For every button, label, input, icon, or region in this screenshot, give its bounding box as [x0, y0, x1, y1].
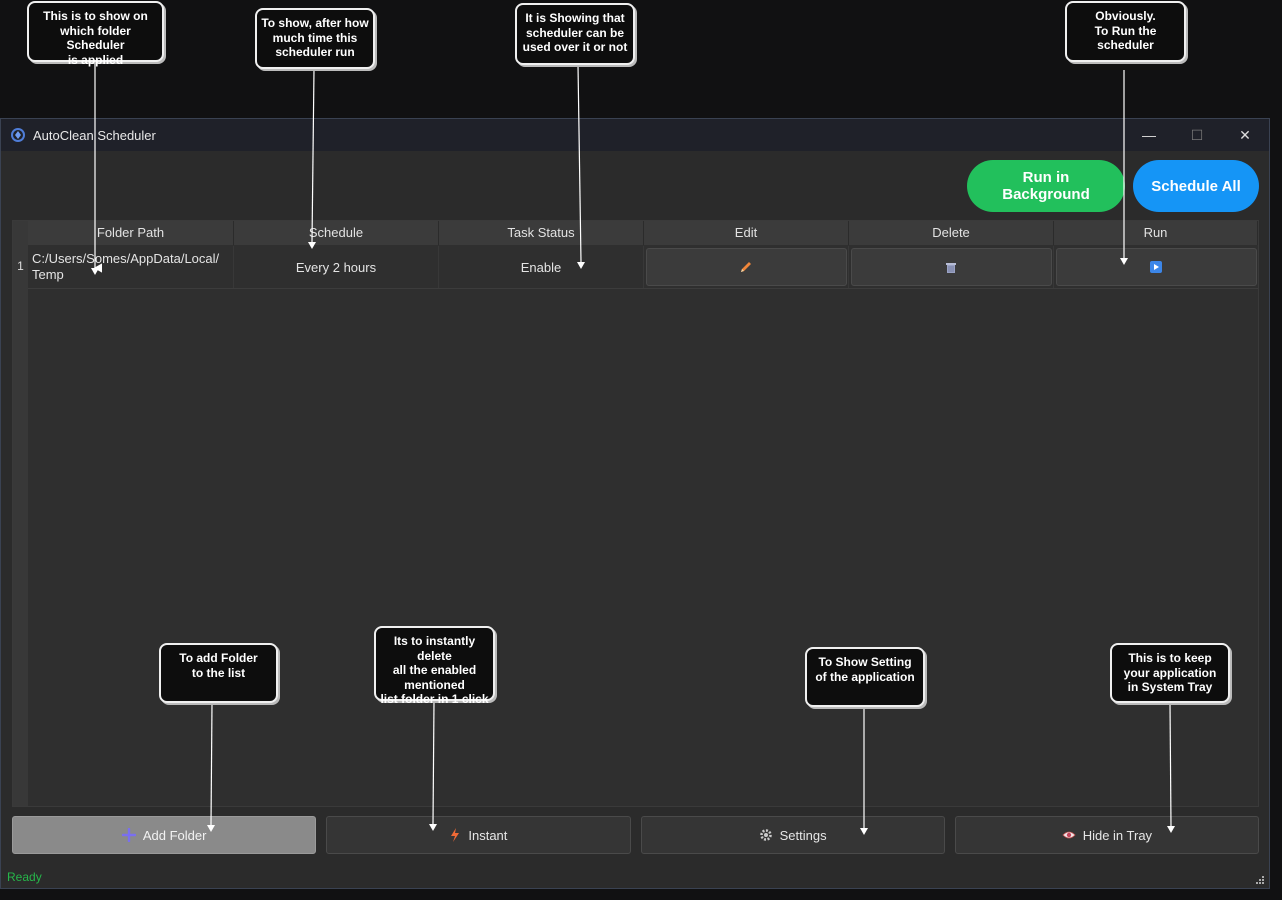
title-bar[interactable]: AutoClean Scheduler — ☐ ✕ [1, 119, 1269, 151]
trash-icon [946, 263, 956, 273]
scheduler-table: Folder Path Schedule Task Status Edit De… [12, 220, 1259, 807]
hide-in-tray-label: Hide in Tray [1082, 827, 1153, 843]
header-task-status[interactable]: Task Status [439, 221, 644, 245]
instant-button[interactable]: Instant [326, 816, 631, 854]
hide-in-tray-button[interactable]: Hide in Tray [954, 816, 1259, 854]
row-number-column [13, 221, 28, 806]
cell-folder-path[interactable]: C:/Users/Somes/AppData/Local/ Temp [28, 246, 234, 288]
edit-button[interactable] [645, 248, 847, 286]
annotation-folder-path: This is to show on which folder Schedule… [27, 1, 164, 67]
plus-icon [121, 828, 136, 842]
settings-label: Settings [779, 827, 827, 843]
play-icon [1150, 261, 1162, 273]
header-folder-path[interactable]: Folder Path [28, 221, 234, 245]
header-edit[interactable]: Edit [644, 221, 849, 245]
annotation-tray: This is to keep your application in Syst… [1110, 643, 1230, 703]
settings-button[interactable]: Settings [640, 816, 945, 854]
annotation-add-folder: To add Folder to the list [159, 643, 278, 703]
app-logo-icon [11, 128, 25, 142]
add-folder-button[interactable]: Add Folder [12, 816, 317, 854]
header-schedule[interactable]: Schedule [234, 221, 439, 245]
annotation-run: Obviously. To Run the scheduler [1065, 1, 1186, 62]
run-button[interactable] [1055, 248, 1257, 286]
header-run[interactable]: Run [1054, 221, 1258, 245]
pencil-icon [741, 262, 751, 272]
gear-icon [759, 829, 772, 841]
add-folder-label: Add Folder [142, 827, 207, 843]
annotation-settings: To Show Setting of the application [805, 647, 925, 707]
status-text: Ready [7, 870, 42, 884]
minimize-button[interactable]: — [1142, 127, 1156, 143]
window-title: AutoClean Scheduler [33, 127, 156, 143]
annotation-instant: Its to instantly delete all the enabled … [374, 626, 495, 706]
eye-icon [1062, 831, 1076, 839]
row-number: 1 [17, 259, 24, 273]
app-window: AutoClean Scheduler — ☐ ✕ Run in Backgro… [0, 118, 1270, 889]
lightning-icon [451, 828, 460, 842]
run-in-background-button[interactable]: Run in Background [967, 160, 1125, 212]
annotation-schedule: To show, after how much time this schedu… [255, 8, 375, 69]
header-delete[interactable]: Delete [849, 221, 1054, 245]
delete-button[interactable] [850, 248, 1052, 286]
instant-label: Instant [468, 827, 508, 843]
resize-grip-icon[interactable] [1256, 876, 1265, 885]
close-button[interactable]: ✕ [1239, 126, 1251, 143]
table-row[interactable]: C:/Users/Somes/AppData/Local/ Temp Every… [28, 246, 1258, 289]
schedule-all-button[interactable]: Schedule All [1133, 160, 1259, 212]
maximize-button[interactable]: ☐ [1190, 126, 1204, 143]
table-header: Folder Path Schedule Task Status Edit De… [28, 221, 1258, 245]
annotation-task-status: It is Showing that scheduler can be used… [515, 3, 635, 65]
cell-task-status[interactable]: Enable [439, 246, 644, 288]
cell-schedule[interactable]: Every 2 hours [234, 246, 439, 288]
